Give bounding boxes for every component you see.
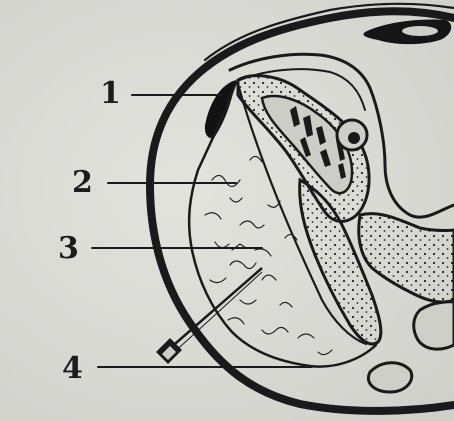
bottom-small-lobe [368, 363, 411, 392]
right-lower-lobe [414, 302, 454, 349]
label-2: 2 [72, 165, 93, 200]
round-vessel-core [348, 132, 360, 144]
right-dotted-region [359, 214, 454, 302]
label-3: 3 [58, 231, 79, 266]
dark-wedge [205, 80, 236, 138]
label-1: 1 [100, 76, 121, 111]
label-4: 4 [62, 351, 83, 386]
top-dark-structure-light-core [402, 26, 438, 36]
